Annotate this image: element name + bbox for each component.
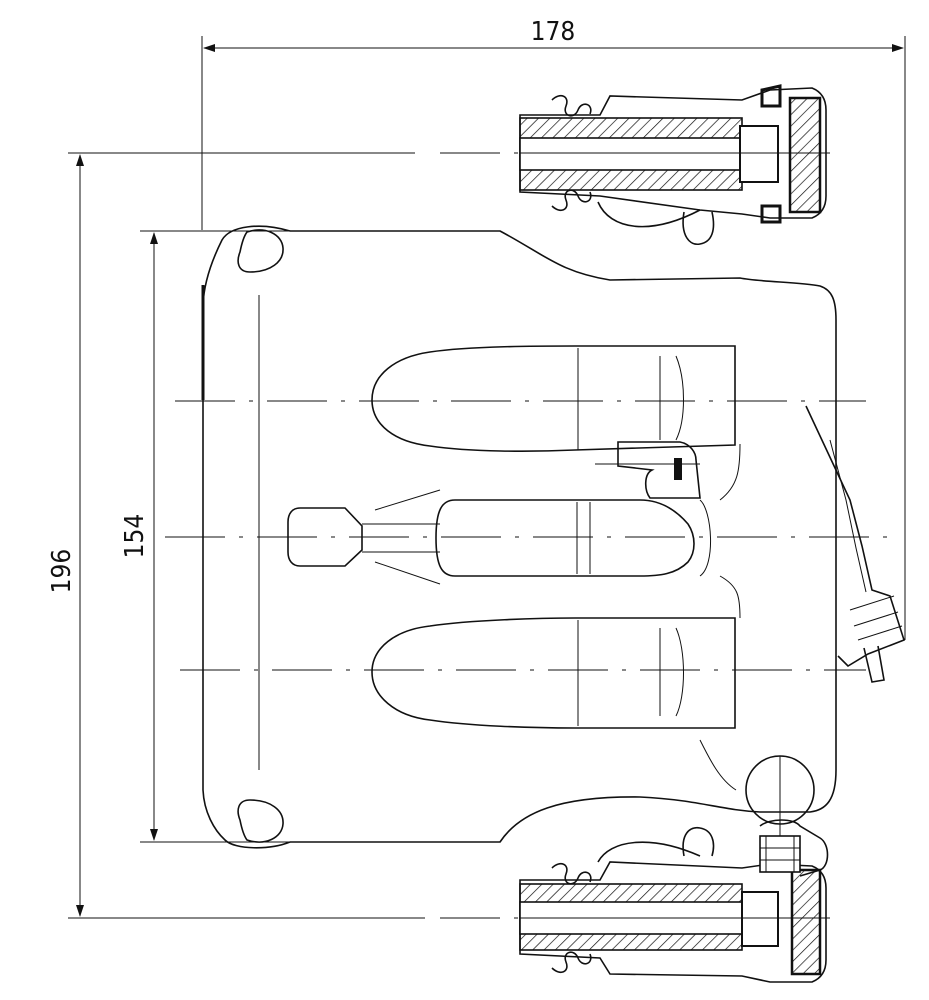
hose-fitting: [805, 405, 905, 683]
guide-pin-bottom: [519, 755, 830, 983]
dimension-label-width: 178: [531, 17, 576, 47]
dimension-label-overall-height: 196: [47, 549, 77, 594]
dimension-mount-height: 154: [120, 230, 290, 843]
dimension-label-mount-height: 154: [120, 514, 150, 559]
dimension-width: 178: [201, 17, 906, 640]
caliper-body: [287, 345, 741, 791]
center-lines: [165, 152, 887, 919]
dimension-overall-height: 196: [47, 152, 425, 919]
carrier-bracket: [201, 225, 837, 849]
guide-pin-top: [519, 84, 830, 245]
